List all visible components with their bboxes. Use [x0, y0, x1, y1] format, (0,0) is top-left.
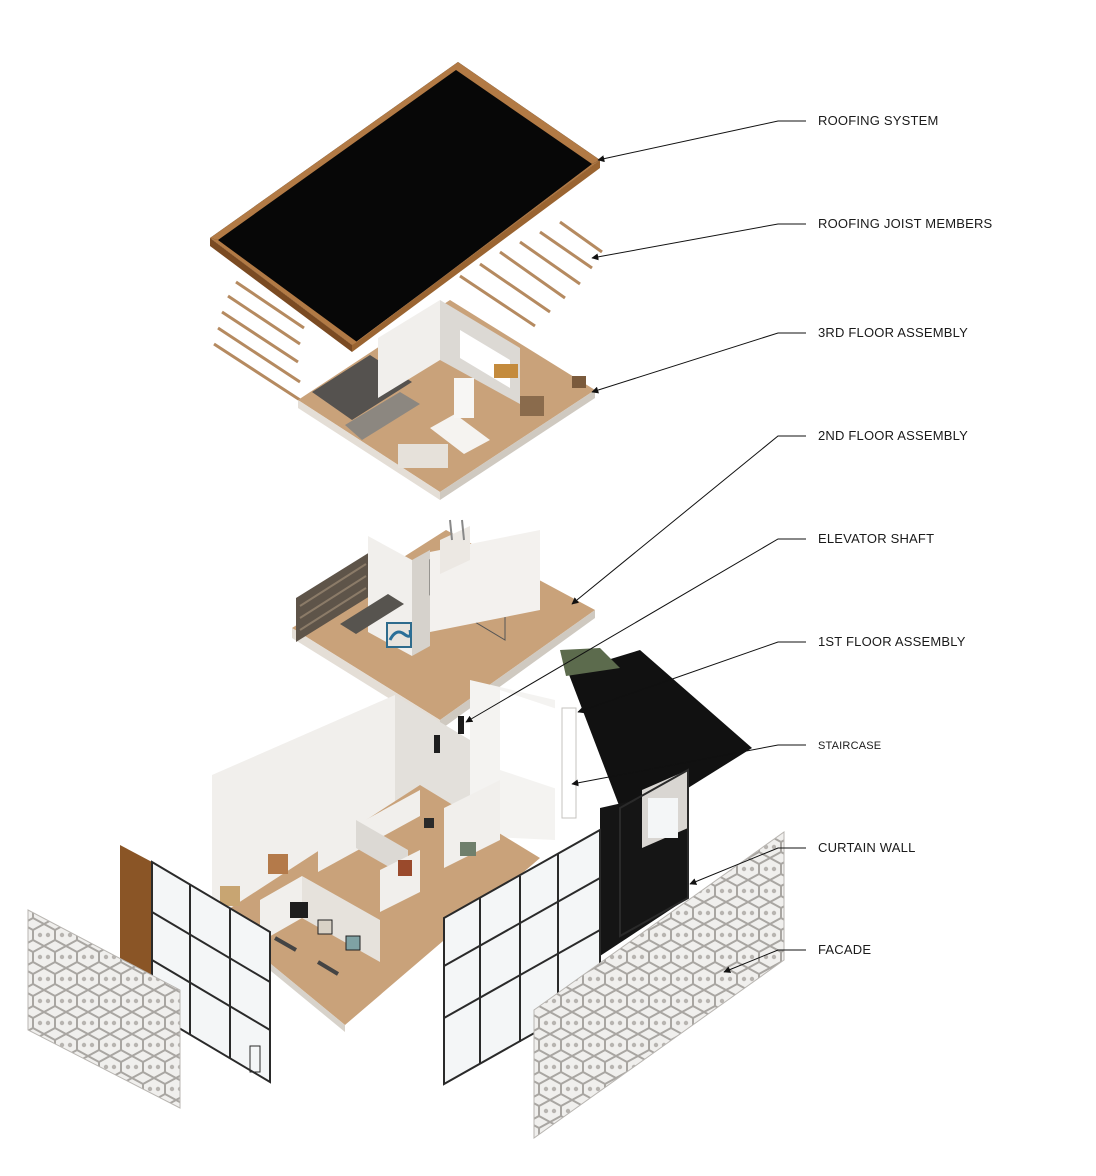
leader-first-floor-assembly [577, 641, 806, 714]
leader-roofing-joist-members [591, 223, 806, 261]
callout-facade: FACADE [818, 942, 872, 957]
leader-elevator-shaft [465, 538, 806, 723]
facade [27, 831, 785, 1139]
callout-first-floor-assembly: 1ST FLOOR ASSEMBLY [818, 634, 966, 649]
callout-elevator-shaft: ELEVATOR SHAFT [818, 531, 935, 546]
third-floor-assembly [298, 300, 595, 500]
leader-roofing-system [597, 120, 806, 163]
leader-third-floor-assembly [591, 332, 806, 394]
roofing-system [210, 62, 600, 352]
callout-curtain-wall: CURTAIN WALL [818, 840, 916, 855]
first-floor-assembly [120, 680, 577, 1032]
second-floor-assembly [292, 519, 595, 730]
leader-second-floor-assembly [571, 435, 806, 605]
callout-second-floor-assembly: 2ND FLOOR ASSEMBLY [818, 428, 969, 443]
roofing-joist-members [213, 220, 603, 402]
leader-staircase [571, 744, 806, 787]
leader-lines [465, 120, 806, 973]
leader-facade [723, 949, 806, 973]
callout-staircase: STAIRCASE [818, 740, 882, 752]
leader-curtain-wall [689, 847, 806, 885]
callout-roofing-joist-members: ROOFING JOIST MEMBERS [818, 216, 993, 231]
callout-roofing-system: ROOFING SYSTEM [818, 113, 939, 128]
black-core-volume [560, 648, 752, 956]
callout-third-floor-assembly: 3RD FLOOR ASSEMBLY [818, 325, 969, 340]
